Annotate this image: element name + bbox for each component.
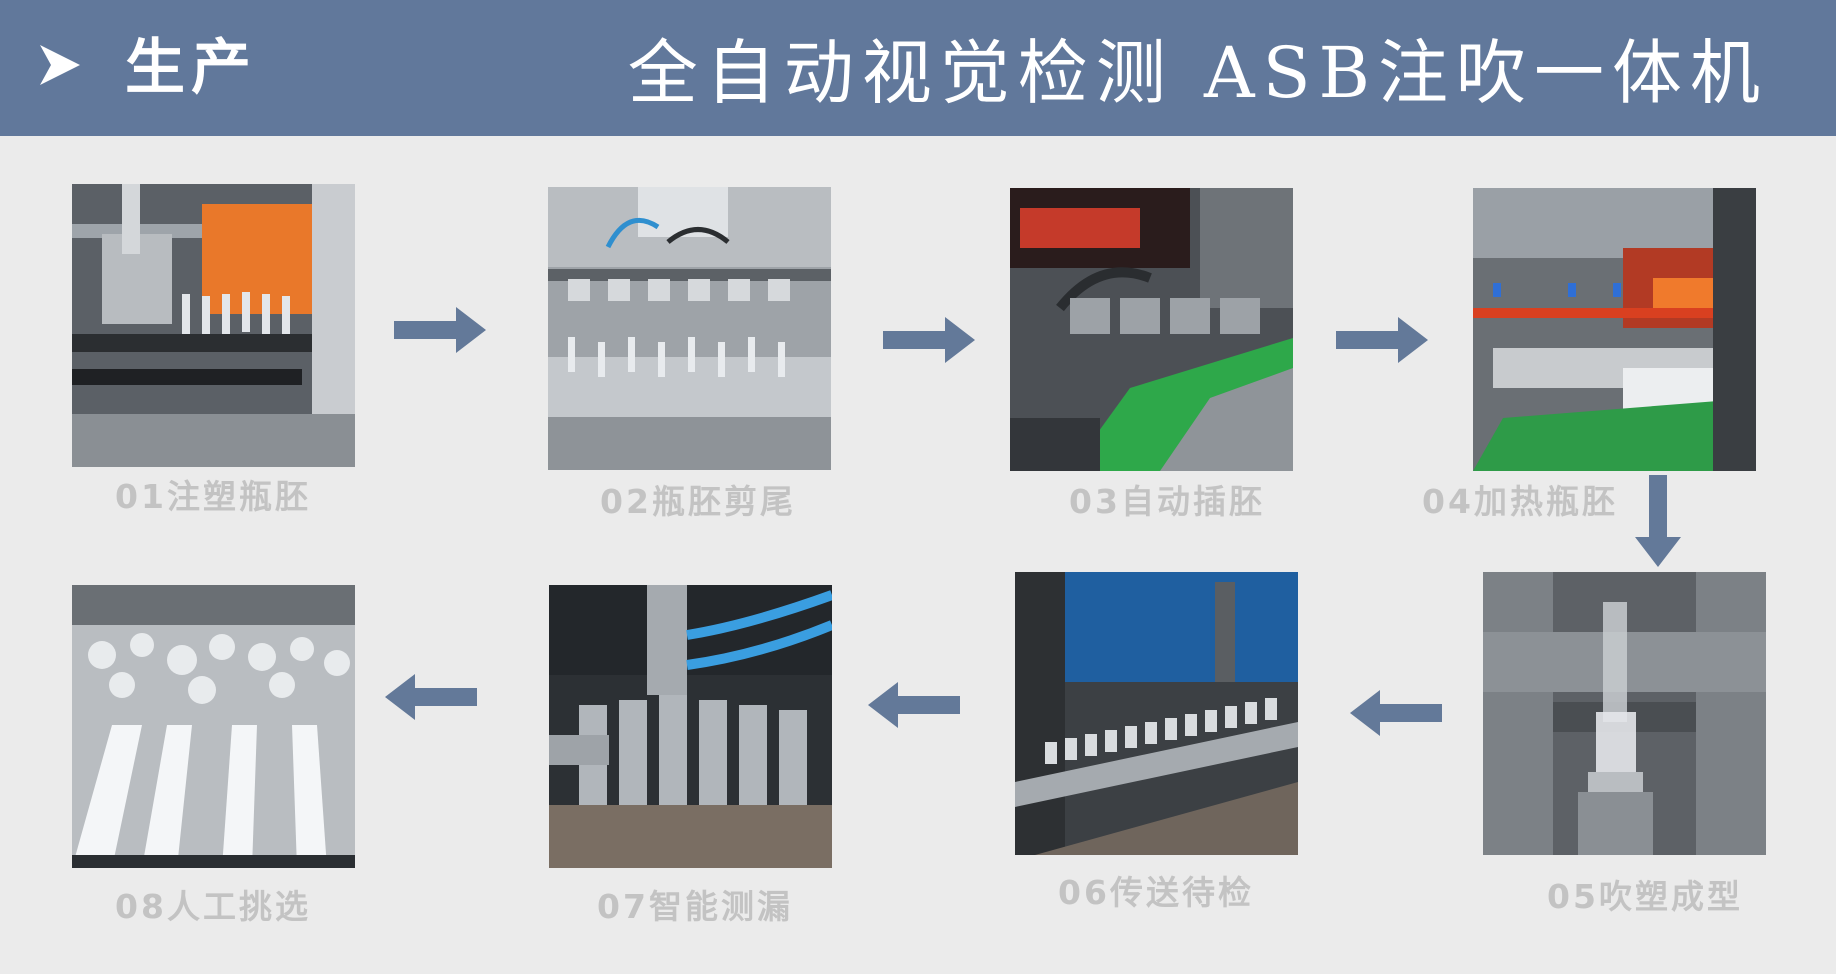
arrow-down-icon — [1635, 475, 1681, 567]
step-photo-leak-test — [549, 585, 832, 868]
step-photo-manual-sorting — [72, 585, 355, 868]
step-label-06: 06传送待检 — [1058, 873, 1254, 912]
step-photo-trimming — [548, 187, 831, 470]
header-bar: 生产 全自动视觉检测 ASB注吹一体机 — [0, 0, 1836, 136]
step-label-05: 05吹塑成型 — [1547, 877, 1743, 916]
step-label-04: 04加热瓶胚 — [1422, 482, 1618, 521]
arrow-right-icon — [1336, 317, 1428, 363]
arrow-left-icon — [868, 682, 960, 728]
step-photo-auto-loading — [1010, 188, 1293, 471]
step-photo-blow-molding — [1483, 572, 1766, 855]
arrow-right-icon — [394, 307, 486, 353]
arrow-left-icon — [385, 674, 477, 720]
step-label-03: 03自动插胚 — [1069, 482, 1265, 521]
step-label-07: 07智能测漏 — [597, 887, 793, 926]
step-photo-conveying — [1015, 572, 1298, 855]
step-label-08: 08人工挑选 — [115, 887, 311, 926]
arrow-left-icon — [1350, 690, 1442, 736]
page-title: 全自动视觉检测 ASB注吹一体机 — [627, 32, 1768, 114]
step-photo-heating — [1473, 188, 1756, 471]
section-title: 生产 — [125, 33, 257, 103]
step-photo-injection-molding — [72, 184, 355, 467]
arrow-right-icon — [883, 317, 975, 363]
step-label-01: 01注塑瓶胚 — [115, 477, 311, 516]
chevron-right-icon — [40, 45, 80, 85]
step-label-02: 02瓶胚剪尾 — [600, 482, 796, 521]
